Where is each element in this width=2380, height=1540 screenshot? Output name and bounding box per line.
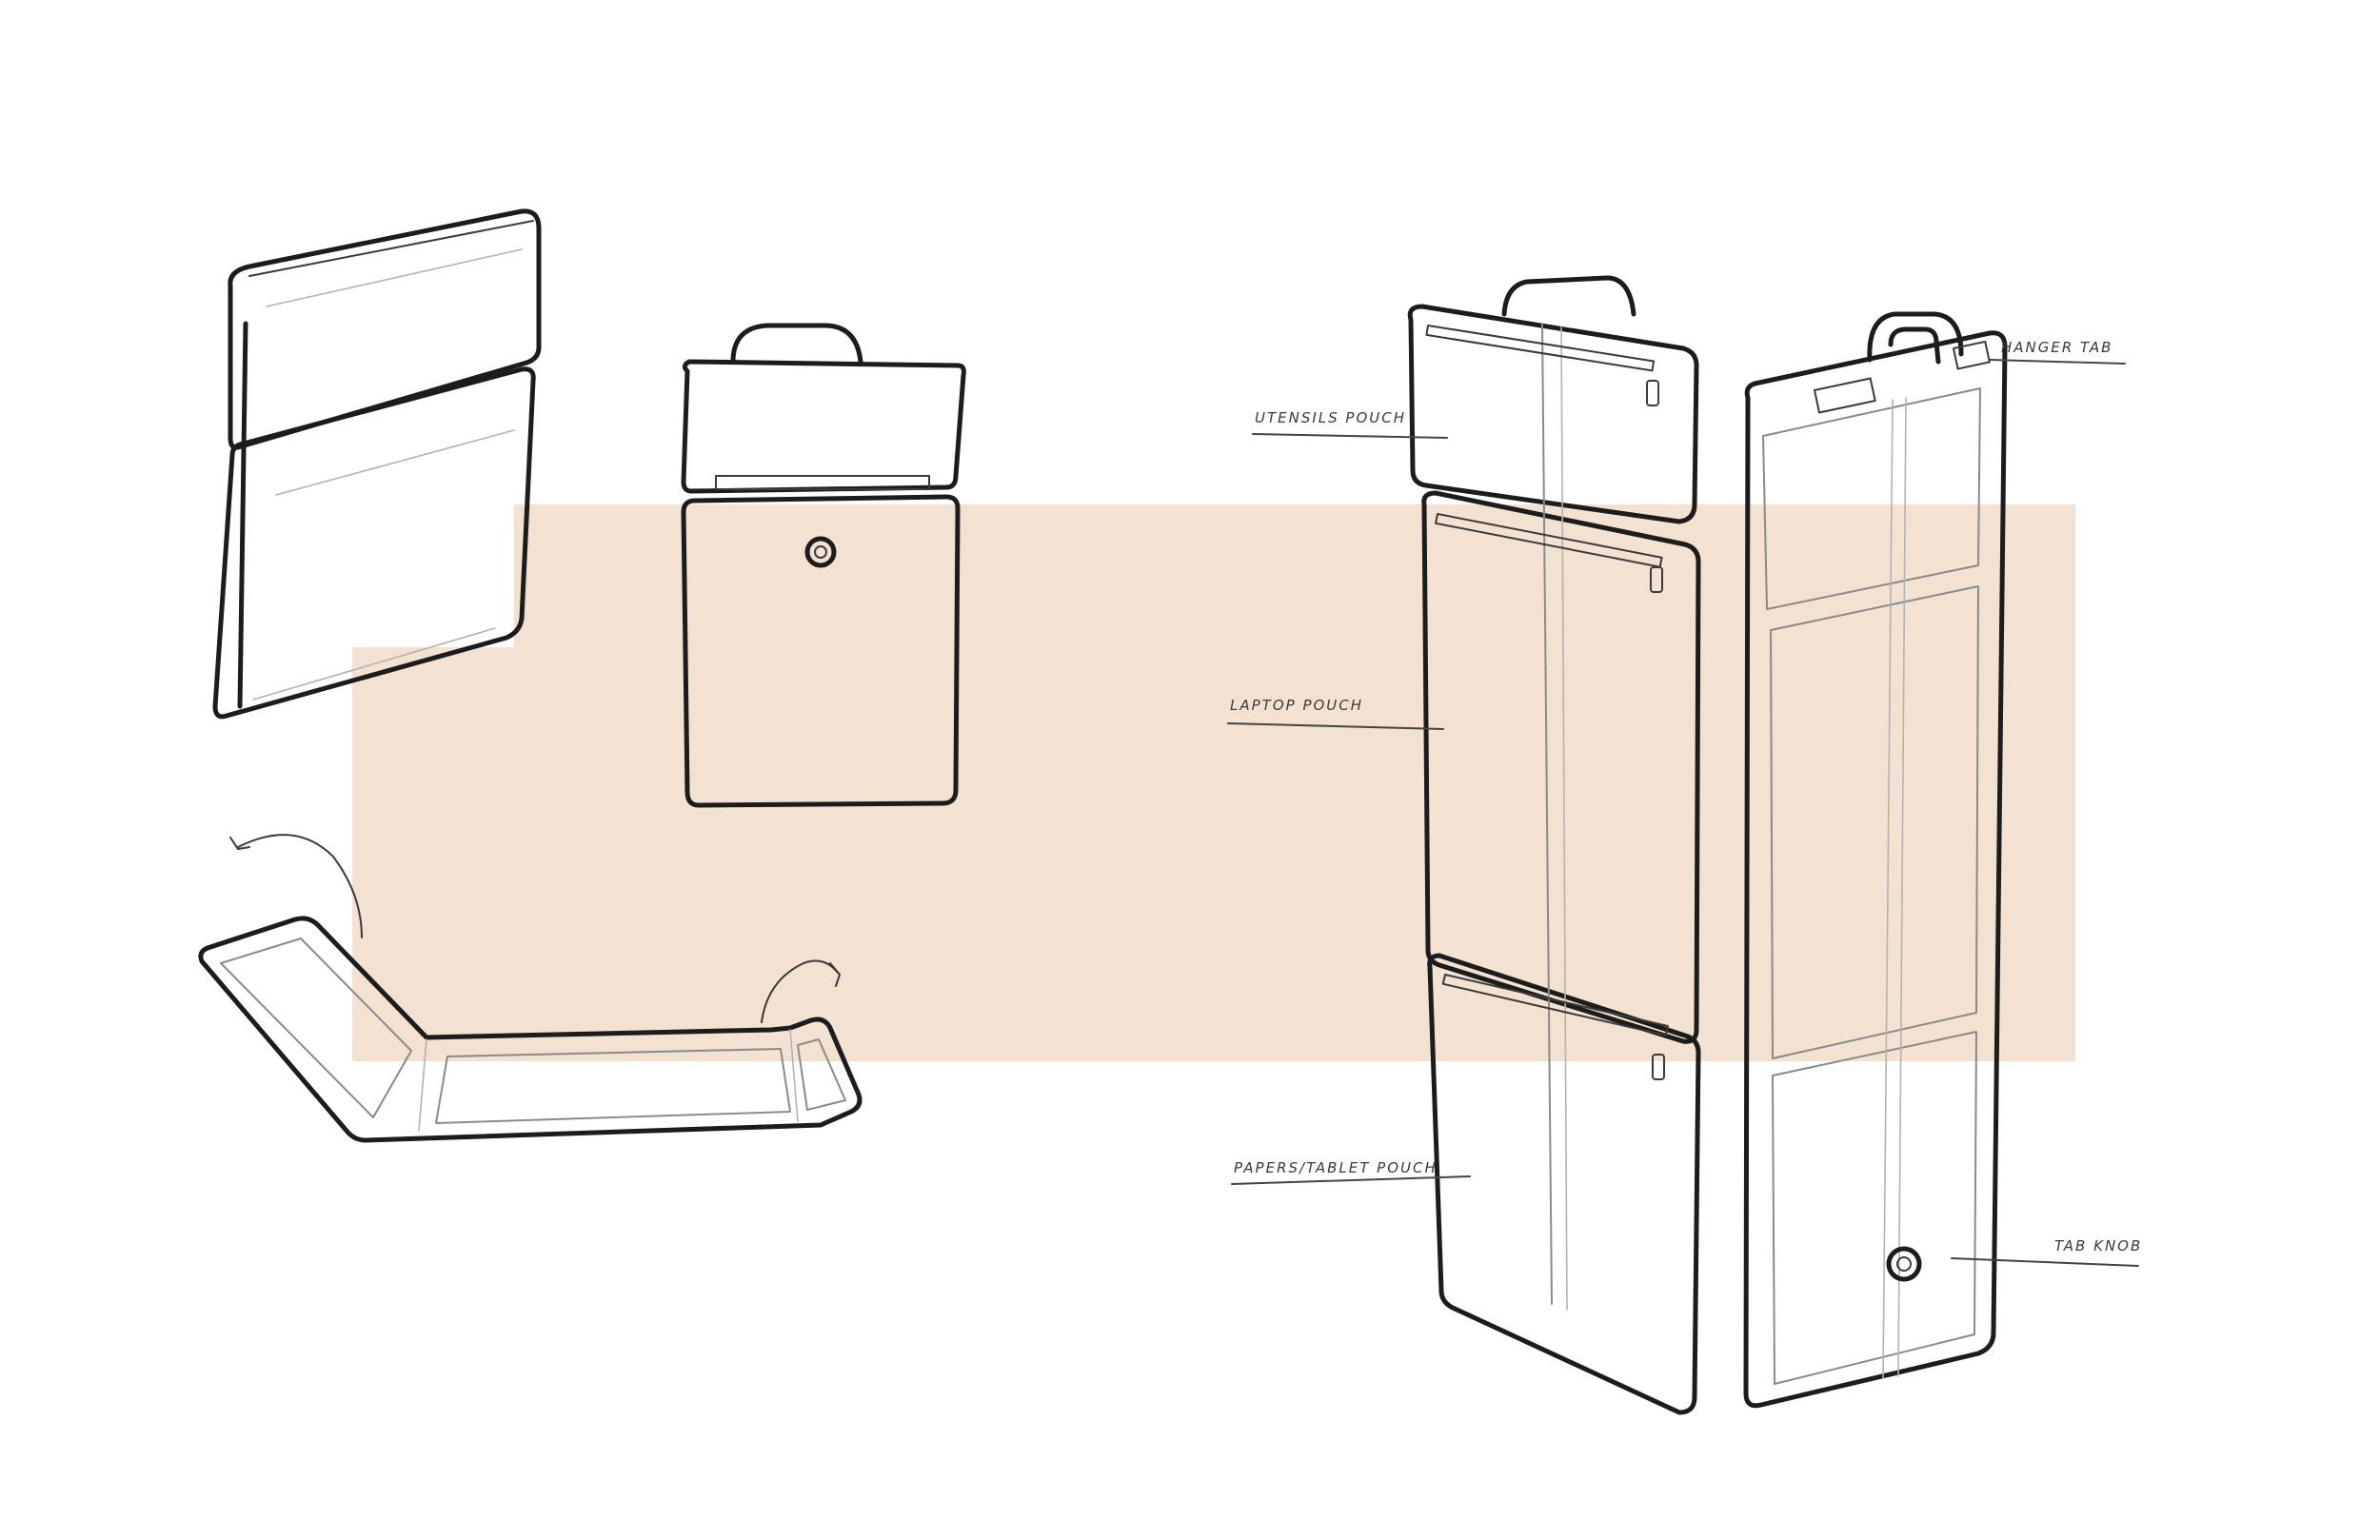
front-view-case: [681, 323, 966, 808]
curved-arrow-icon: [229, 834, 363, 938]
open-case-unfolded: [198, 916, 863, 1143]
callout-papers-tablet-pouch: PAPERS/TABLET POUCH: [1231, 1159, 1471, 1185]
callout-laptop-pouch: LAPTOP POUCH: [1227, 697, 1444, 730]
label-utensils-pouch: UTENSILS POUCH: [1255, 409, 1406, 426]
callout-hanger-tab: HANGER TAB: [1989, 339, 2126, 365]
callout-tab-knob: TAB KNOB: [1951, 1237, 2142, 1267]
organizer-front-view: [1407, 275, 1701, 1415]
accent-band: [352, 504, 2075, 1061]
curved-arrow-icon: [761, 959, 841, 1023]
label-laptop-pouch: LAPTOP POUCH: [1230, 697, 1363, 714]
label-papers-tablet-pouch: PAPERS/TABLET POUCH: [1234, 1159, 1438, 1176]
callout-utensils-pouch: UTENSILS POUCH: [1252, 409, 1448, 439]
label-tab-knob: TAB KNOB: [2054, 1237, 2142, 1254]
organizer-back-view: [1743, 311, 2008, 1409]
label-hanger-tab: HANGER TAB: [2001, 339, 2112, 356]
folded-case-perspective: [212, 208, 542, 720]
